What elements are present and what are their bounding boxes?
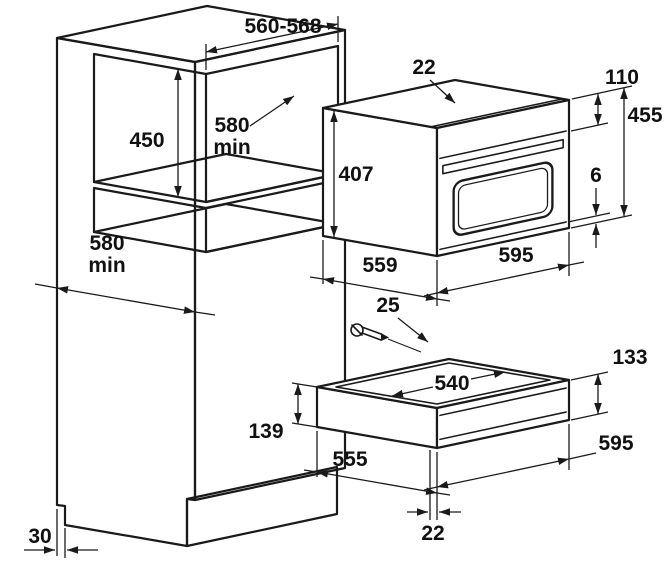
dim-drawer-bottom-overhang-label: 22 — [421, 522, 444, 545]
oven-frame-step-line — [429, 98, 563, 128]
dim-niche-width-label: 560-568 — [244, 15, 321, 38]
dim-oven-depth-label: 559 — [362, 254, 397, 277]
dim-oven-width-label: 595 — [498, 244, 533, 267]
dim-drawer-width-label: 595 — [598, 432, 633, 455]
warming-drawer — [315, 357, 571, 450]
dim-oven-panel-height: 110 — [570, 66, 639, 132]
screw-tip — [381, 333, 389, 341]
screw-head — [350, 323, 364, 337]
drawer-front-face — [435, 378, 571, 450]
oven-handle-bar — [442, 138, 564, 175]
screw-shank — [361, 326, 382, 341]
dim-drawer-depth-label: 555 — [332, 448, 367, 471]
oven-niche-left-wall — [92, 52, 208, 184]
dim-niche-height: 450 — [129, 69, 182, 197]
fixing-screw-icon — [350, 323, 422, 353]
dim-drawer-width: 595 — [423, 424, 634, 491]
dim-drawer-depth: 555 — [303, 431, 451, 520]
built-in-oven — [321, 78, 571, 258]
drawer-niche-floor — [92, 202, 340, 254]
oven-front-face — [435, 98, 571, 258]
dim-oven-depth: 559 — [309, 240, 451, 306]
dim-oven-top-overhang-label: 22 — [412, 56, 435, 79]
dimensions: 560-568 450 580 min 580 min 22 110 — [24, 15, 663, 558]
dim-drawer-fixing-offset-label: 25 — [376, 294, 400, 317]
dim-oven-panel-height-label: 110 — [605, 66, 639, 89]
dim-oven-top-overhang: 22 — [412, 56, 456, 104]
oven-niche-floor — [92, 152, 340, 204]
dim-drawer-inner-width-label: 540 — [434, 372, 469, 395]
drawer-front-panel-lines — [439, 387, 567, 441]
dim-niche-depth: 580 min — [213, 95, 295, 159]
screw-slot — [351, 324, 363, 336]
dim-drawer-front-height-label: 133 — [612, 346, 647, 369]
oven-door-window-inner — [457, 167, 549, 230]
cabinet-plinth — [185, 465, 339, 548]
dim-drawer-body-height: 139 — [248, 382, 318, 443]
dim-niche-width: 560-568 — [205, 15, 339, 70]
dim-oven-body-height-label: 407 — [338, 163, 373, 186]
oven-control-panel-line — [439, 130, 567, 160]
dim-cabinet-depth-qualifier: min — [88, 254, 125, 277]
dim-oven-width: 595 — [423, 232, 585, 297]
dim-drawer-bottom-overhang: 22 — [407, 450, 461, 545]
dim-plinth-recess: 30 — [24, 509, 98, 558]
drawer-niche-left-wall — [92, 186, 208, 234]
dim-drawer-front-height: 133 — [570, 346, 648, 421]
dim-drawer-inner-width: 540 — [391, 370, 506, 398]
dim-oven-height-label: 455 — [627, 104, 662, 127]
dim-niche-depth-label: 580 — [214, 114, 249, 137]
dim-drawer-fixing-offset: 25 — [376, 294, 429, 343]
dim-oven-door-gap: 6 — [567, 164, 611, 248]
dim-oven-body-height: 407 — [330, 111, 374, 237]
oven-front-details — [439, 130, 567, 251]
dim-oven-door-gap-label: 6 — [590, 164, 602, 187]
dim-niche-depth-qualifier: min — [213, 136, 250, 159]
dim-cabinet-depth: 580 min — [34, 232, 216, 316]
dim-cabinet-depth-label: 580 — [89, 232, 124, 255]
drawer-front-details — [439, 387, 567, 441]
dim-drawer-body-height-label: 139 — [248, 420, 283, 443]
oven-door-bottom-line — [439, 221, 567, 251]
dim-plinth-recess-label: 30 — [28, 525, 51, 548]
oven-door-window — [452, 161, 554, 236]
drawer-top-rim — [335, 362, 551, 405]
dim-oven-height: 455 — [570, 85, 663, 229]
dim-niche-height-label: 450 — [129, 129, 164, 152]
screw-leader-line — [387, 338, 422, 353]
drawer-niche-opening — [204, 178, 340, 254]
